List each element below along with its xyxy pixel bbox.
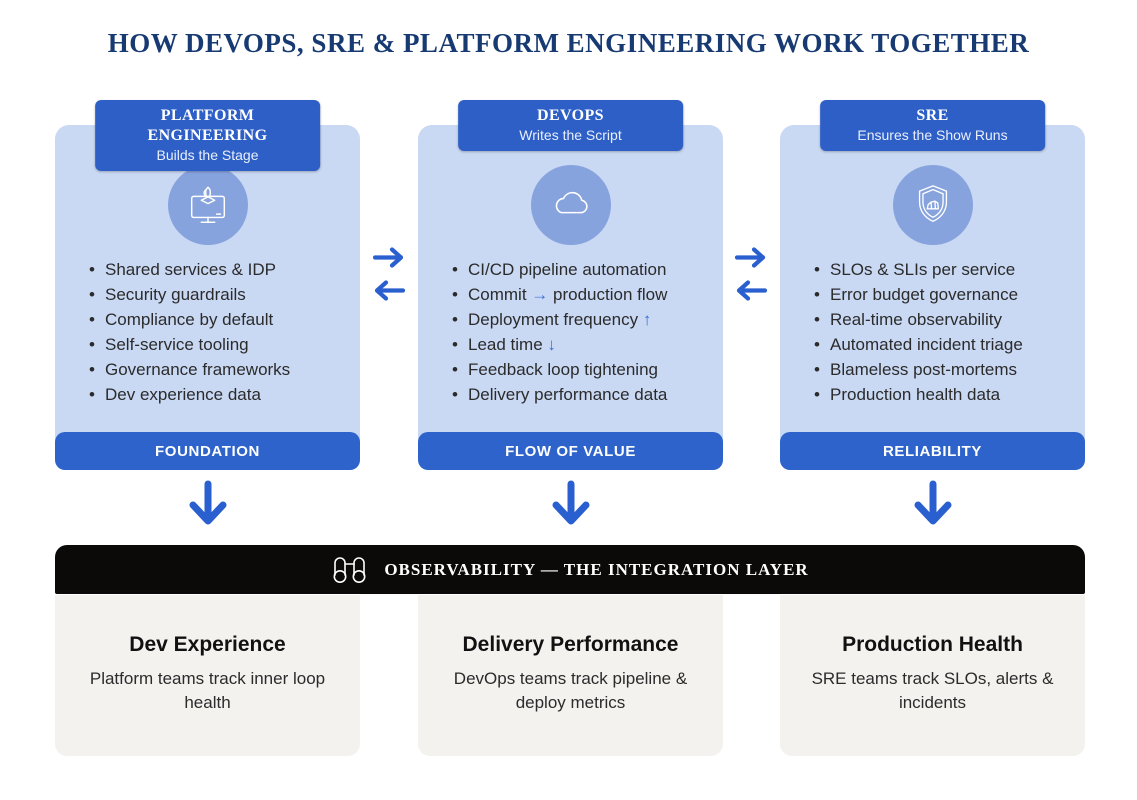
binoculars-icon bbox=[333, 557, 366, 583]
down-arrow-icon bbox=[911, 480, 955, 526]
left-arrow-icon bbox=[374, 280, 406, 301]
production-health-card: Production Health SRE teams track SLOs, … bbox=[780, 595, 1085, 756]
bullet-item: Commit → production flow bbox=[452, 282, 717, 307]
devops-badge: DEVOPS Writes the Script bbox=[457, 100, 684, 151]
foundation-label: FOUNDATION bbox=[55, 432, 360, 470]
reliability-label: RELIABILITY bbox=[780, 432, 1085, 470]
bullet-item: Security guardrails bbox=[89, 282, 354, 307]
bottom-card-title: Dev Experience bbox=[129, 633, 286, 656]
bottom-card-description: Platform teams track inner loop health bbox=[89, 669, 326, 712]
exchange-arrows-platform-devops bbox=[360, 246, 418, 302]
right-arrow-icon bbox=[372, 247, 404, 268]
delivery-performance-card: Delivery Performance DevOps teams track … bbox=[418, 595, 723, 756]
badge-title: SRE bbox=[916, 107, 949, 124]
devops-card: CI/CD pipeline automation Commit → produ… bbox=[418, 125, 723, 470]
bottom-card-title: Delivery Performance bbox=[462, 633, 679, 656]
down-arrow-icon bbox=[186, 480, 230, 526]
right-arrow-icon bbox=[734, 247, 766, 268]
badge-subtitle: Ensures the Show Runs bbox=[857, 127, 1008, 143]
column-sre: SRE Ensures the Show Runs SLOs & SLIs pe… bbox=[780, 100, 1085, 530]
bullet-item: Error budget governance bbox=[814, 282, 1079, 307]
observability-integration-bar: OBSERVABILITY — THE INTEGRATION LAYER bbox=[55, 545, 1085, 594]
bullet-item: Automated incident triage bbox=[814, 332, 1079, 357]
exchange-arrows-devops-sre bbox=[722, 246, 780, 302]
bullet-item: Dev experience data bbox=[89, 382, 354, 407]
bullet-item: Feedback loop tightening bbox=[452, 357, 717, 382]
bottom-card-description: SRE teams track SLOs, alerts & incidents bbox=[811, 669, 1054, 712]
bullet-item: CI/CD pipeline automation bbox=[452, 257, 717, 282]
bullet-item: Self-service tooling bbox=[89, 332, 354, 357]
platform-bullet-list: Shared services & IDP Security guardrail… bbox=[55, 257, 360, 407]
sre-card: SLOs & SLIs per service Error budget gov… bbox=[780, 125, 1085, 470]
badge-subtitle: Builds the Stage bbox=[156, 147, 259, 163]
page-title: HOW DEVOPS, SRE & PLATFORM ENGINEERING W… bbox=[107, 28, 1030, 58]
down-arrow-icon bbox=[549, 480, 593, 526]
bullet-item: SLOs & SLIs per service bbox=[814, 257, 1079, 282]
bullet-item: Production health data bbox=[814, 382, 1079, 407]
integration-bar-label: OBSERVABILITY — THE INTEGRATION LAYER bbox=[384, 559, 809, 579]
column-devops: DEVOPS Writes the Script CI/CD pipeline … bbox=[418, 100, 723, 530]
left-arrow-icon bbox=[736, 280, 768, 301]
platform-engineering-badge: PLATFORM ENGINEERING Builds the Stage bbox=[94, 100, 321, 171]
devops-bullet-list: CI/CD pipeline automation Commit → produ… bbox=[418, 257, 723, 407]
badge-title: PLATFORM ENGINEERING bbox=[147, 107, 268, 144]
bullet-item: Shared services & IDP bbox=[89, 257, 354, 282]
platform-engineering-card: Shared services & IDP Security guardrail… bbox=[55, 125, 360, 470]
bullet-item: Lead time ↓ bbox=[452, 332, 717, 357]
sre-badge: SRE Ensures the Show Runs bbox=[819, 100, 1046, 151]
bottom-card-title: Production Health bbox=[842, 633, 1023, 656]
column-platform-engineering: PLATFORM ENGINEERING Builds the Stage Sh… bbox=[55, 100, 360, 530]
dev-experience-card: Dev Experience Platform teams track inne… bbox=[55, 595, 360, 756]
flow-of-value-label: FLOW OF VALUE bbox=[418, 432, 723, 470]
badge-title: DEVOPS bbox=[537, 107, 604, 124]
monitor-plant-icon bbox=[167, 165, 248, 245]
bullet-item: Governance frameworks bbox=[89, 357, 354, 382]
badge-subtitle: Writes the Script bbox=[519, 127, 622, 143]
bullet-item: Delivery performance data bbox=[452, 382, 717, 407]
sre-bullet-list: SLOs & SLIs per service Error budget gov… bbox=[780, 257, 1085, 407]
bottom-card-description: DevOps teams track pipeline & deploy met… bbox=[453, 669, 688, 712]
shield-rock-icon bbox=[892, 165, 973, 245]
bullet-item: Real-time observability bbox=[814, 307, 1079, 332]
bullet-item: Compliance by default bbox=[89, 307, 354, 332]
cloud-icon bbox=[530, 165, 611, 245]
bullet-item: Blameless post-mortems bbox=[814, 357, 1079, 382]
bullet-item: Deployment frequency ↑ bbox=[452, 307, 717, 332]
